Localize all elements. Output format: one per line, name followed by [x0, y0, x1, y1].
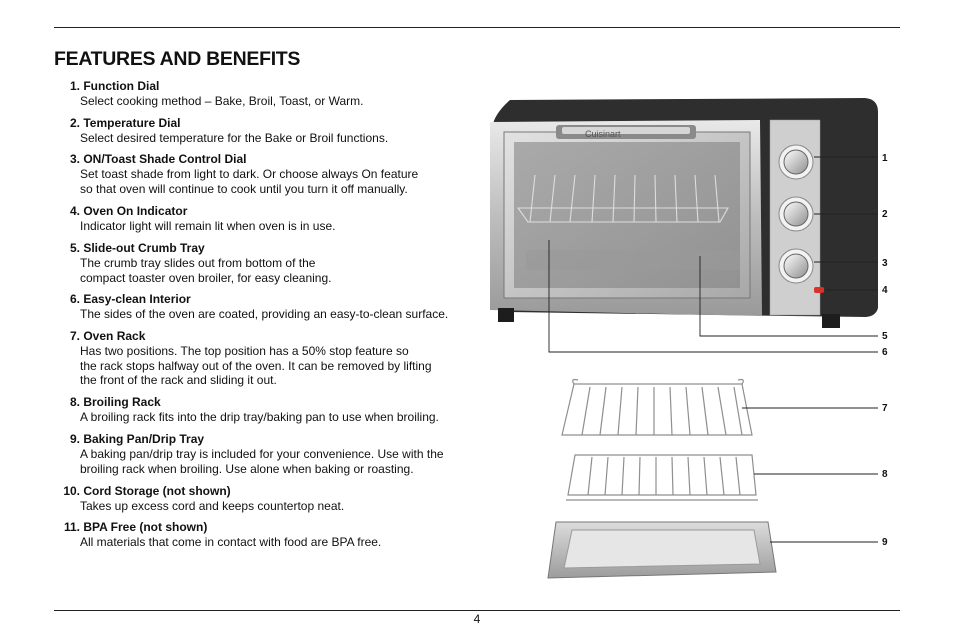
feature-number: 9. — [69, 432, 80, 446]
feature-description: Set toast shade from light to dark. Or c… — [80, 167, 419, 181]
feature-heading: 3. ON/Toast Shade Control Dial — [54, 152, 474, 167]
callout-numbers: 1 2 3 4 5 6 7 8 9 — [882, 153, 888, 548]
callout-5: 5 — [882, 331, 888, 342]
callout-1: 1 — [882, 153, 888, 164]
temperature-dial — [778, 196, 814, 232]
baking-pan — [547, 521, 777, 579]
feature-name: Broiling Rack — [83, 395, 161, 409]
feature-description: All materials that come in contact with … — [80, 535, 382, 549]
feature-description: Has two positions. The top position has … — [80, 344, 409, 358]
feature-item: 10. Cord Storage (not shown)Takes up exc… — [54, 484, 474, 514]
brand-label: Cuisinart — [585, 129, 621, 139]
feature-name: Baking Pan/Drip Tray — [83, 432, 205, 446]
bottom-rule — [54, 610, 900, 611]
feature-heading: 2. Temperature Dial — [54, 116, 474, 131]
feature-description: The crumb tray slides out from bottom of… — [80, 256, 316, 270]
feature-number: 3. — [69, 152, 80, 166]
feature-description: A broiling rack fits into the drip tray/… — [80, 410, 439, 424]
callout-6: 6 — [882, 347, 888, 358]
feature-number: 11. — [63, 520, 80, 534]
oven-on-indicator — [814, 287, 824, 293]
feature-number: 1. — [69, 79, 80, 93]
callout-2: 2 — [882, 209, 888, 220]
page-title: FEATURES AND BENEFITS — [54, 48, 301, 70]
toast-shade-dial — [778, 248, 814, 284]
oven-rack — [561, 378, 753, 436]
feature-heading: 1. Function Dial — [54, 79, 474, 94]
feature-description: Select desired temperature for the Bake … — [80, 131, 389, 145]
toaster-oven: Cuisinart — [490, 98, 878, 328]
feature-name: Easy-clean Interior — [83, 292, 191, 306]
broiling-rack — [566, 454, 758, 501]
callout-4: 4 — [882, 285, 888, 296]
feature-description: A baking pan/drip tray is included for y… — [80, 447, 444, 461]
feature-description: Takes up excess cord and keeps counterto… — [80, 499, 345, 513]
feature-description: Indicator light will remain lit when ove… — [80, 219, 336, 233]
feature-heading: 11. BPA Free (not shown) — [54, 520, 474, 535]
callout-7: 7 — [882, 403, 888, 414]
feature-heading: 6. Easy-clean Interior — [54, 292, 474, 307]
feature-description: the front of the rack and sliding it out… — [80, 373, 277, 388]
callout-8: 8 — [882, 469, 888, 480]
feature-number: 10. — [63, 484, 80, 498]
callout-9: 9 — [882, 537, 888, 548]
leader-lines — [548, 156, 878, 543]
feature-name: Slide-out Crumb Tray — [83, 241, 205, 255]
feature-heading: 4. Oven On Indicator — [54, 204, 474, 219]
feature-name: Oven On Indicator — [83, 204, 188, 218]
feature-number: 8. — [69, 395, 80, 409]
callout-3: 3 — [882, 258, 888, 269]
feature-description: The sides of the oven are coated, provid… — [80, 307, 449, 321]
feature-number: 6. — [69, 292, 80, 306]
feature-description: so that oven will continue to cook until… — [80, 181, 408, 196]
top-rule — [54, 27, 900, 28]
feature-heading: 9. Baking Pan/Drip Tray — [54, 432, 474, 447]
feature-number: 7. — [69, 329, 80, 343]
feature-heading: 8. Broiling Rack — [54, 395, 474, 410]
feature-description: the rack stops halfway out of the oven. … — [80, 358, 432, 373]
feature-name: Cord Storage (not shown) — [83, 484, 231, 498]
feature-number: 5. — [69, 241, 80, 255]
feature-description: compact toaster oven broiler, for easy c… — [80, 270, 332, 285]
feature-description: broiling rack when broiling. Use alone w… — [80, 461, 414, 476]
function-dial — [778, 144, 814, 180]
feature-heading: 5. Slide-out Crumb Tray — [54, 241, 474, 256]
feature-name: Function Dial — [83, 79, 160, 93]
oven-figure: Cuisinart — [490, 98, 888, 579]
feature-name: Oven Rack — [83, 329, 146, 343]
feature-name: BPA Free (not shown) — [83, 520, 208, 534]
feature-name: ON/Toast Shade Control Dial — [83, 152, 247, 166]
feature-number: 4. — [69, 204, 80, 218]
feature-name: Temperature Dial — [83, 116, 181, 130]
feature-description: Select cooking method – Bake, Broil, Toa… — [80, 94, 364, 108]
page-number: 4 — [473, 612, 481, 626]
feature-heading: 10. Cord Storage (not shown) — [54, 484, 474, 499]
feature-heading: 7. Oven Rack — [54, 329, 474, 344]
feature-number: 2. — [69, 116, 80, 130]
feature-item: 11. BPA Free (not shown)All materials th… — [54, 520, 474, 550]
